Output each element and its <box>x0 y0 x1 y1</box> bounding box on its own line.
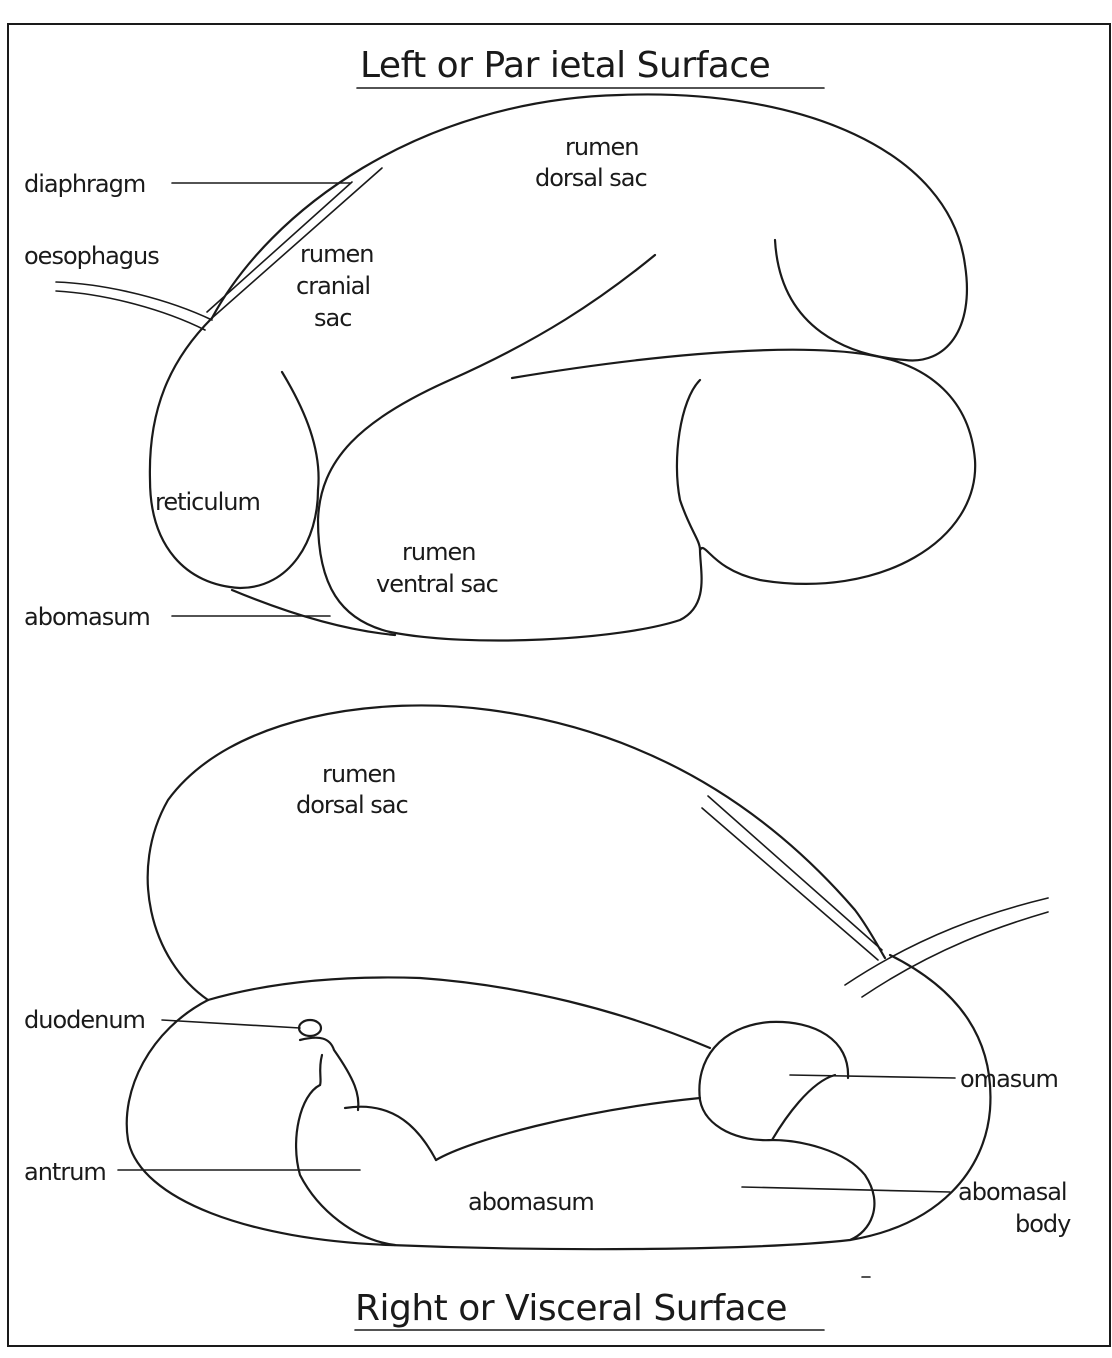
abomasal-body-label-1: abomasal <box>958 1178 1067 1206</box>
cranial-sac-label-2: cranial <box>296 272 370 300</box>
bottom-rumen-dorsal-label-1: rumen <box>322 760 395 788</box>
abomasal-body-label-2: body <box>1015 1210 1071 1238</box>
ventral-sac-label-1: rumen <box>402 538 475 566</box>
duodenum-leader <box>162 1020 300 1028</box>
rumen-ventral-upper-groove <box>208 977 710 1048</box>
bottom-diaphragm-line-2 <box>702 808 878 960</box>
duodenum-label: duodenum <box>24 1006 145 1034</box>
bottom-title: Right or Visceral Surface <box>355 1288 787 1329</box>
bottom-abomasum-label: abomasum <box>468 1188 594 1216</box>
bottom-rumen-dorsal-label-2: dorsal sac <box>296 791 408 819</box>
antrum-label: antrum <box>24 1158 106 1186</box>
left-parietal-view: Left or Par ietal Surface rumen dorsal s… <box>24 45 975 641</box>
top-rumen-dorsal-label-2: dorsal sac <box>535 164 647 192</box>
duodenum-opening <box>299 1020 321 1036</box>
figure-frame <box>8 24 1110 1346</box>
antrum-fold <box>345 1107 436 1160</box>
diaphragm-label: diaphragm <box>24 170 145 198</box>
abomasum-upper-curve <box>436 1098 700 1160</box>
top-rumen-dorsal-label-1: rumen <box>565 133 638 161</box>
omasum-outline <box>699 1022 848 1140</box>
top-title: Left or Par ietal Surface <box>360 45 770 86</box>
oesophagus-label: oesophagus <box>24 242 159 270</box>
abomasum-edge <box>232 590 395 635</box>
abomasal-body-leader <box>742 1187 950 1192</box>
top-abomasum-label: abomasum <box>24 603 150 631</box>
omasum-leader <box>790 1075 955 1078</box>
omasum-label: omasum <box>960 1065 1058 1093</box>
bottom-diaphragm-line-1 <box>708 796 882 950</box>
ventral-sac-label-2: ventral sac <box>376 570 498 598</box>
reticulum-groove <box>282 372 319 490</box>
ventral-sac-groove <box>677 380 700 550</box>
reticulum-outline <box>150 318 318 588</box>
oesophagus-tube-2 <box>56 291 205 330</box>
bottom-rumen-dorsal-outline <box>148 705 885 1000</box>
duodenum-tube <box>300 1038 358 1110</box>
cranial-sac-label-3: sac <box>314 304 351 332</box>
reticulum-label: reticulum <box>155 488 260 516</box>
oesophagus-tube-1 <box>56 282 212 320</box>
cranial-sac-label-1: rumen <box>300 240 373 268</box>
right-visceral-view: rumen dorsal sac duodenum omasum antrum … <box>24 705 1071 1330</box>
